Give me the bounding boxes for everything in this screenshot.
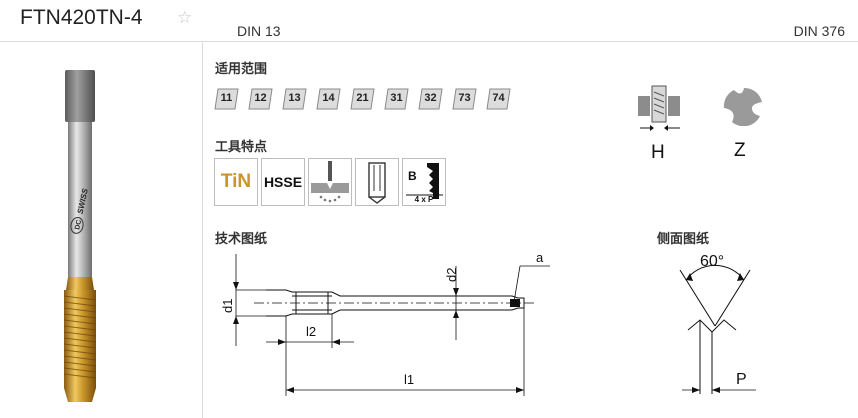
drawing-heading: 技术图纸 <box>215 231 268 246</box>
star-outline-icon[interactable]: ☆ <box>177 8 193 27</box>
coolant-icon <box>308 158 352 206</box>
pitch-label: P <box>736 371 747 388</box>
column-divider <box>202 42 203 418</box>
machining-z-label: Z <box>734 140 746 161</box>
chamfer-label: B <box>408 169 417 183</box>
straight-flute-icon <box>355 158 399 206</box>
application-code-label: 12 <box>254 92 267 104</box>
application-code-label: 21 <box>356 92 369 104</box>
application-code-chip: 21 <box>350 88 375 110</box>
svg-text:DC: DC <box>74 219 83 230</box>
application-heading: 适用范围 <box>215 61 268 76</box>
application-code-chip: 13 <box>282 88 307 110</box>
application-code-label: 31 <box>390 92 403 104</box>
application-code-chip: 32 <box>418 88 443 110</box>
application-code-chip: 73 <box>452 88 477 110</box>
standard-din-376: DIN 376 <box>793 23 845 39</box>
application-code-label: 74 <box>492 92 505 104</box>
standard-din-13: DIN 13 <box>237 23 281 39</box>
flute-profile-icon <box>722 86 766 131</box>
through-hole-icon <box>636 82 684 139</box>
application-code-chip: 74 <box>486 88 511 110</box>
chamfer-sub-label: 4 x P <box>414 195 434 204</box>
technical-drawing: d1 d2 l2 l1 a <box>214 246 564 406</box>
header-divider <box>0 41 858 42</box>
hsse-label: HSSE <box>263 174 303 190</box>
product-image: DC SWISS <box>48 62 118 417</box>
d2-label: d2 <box>444 268 459 282</box>
application-code-label: 11 <box>220 92 233 104</box>
l1-label: l1 <box>404 372 414 387</box>
features-heading: 工具特点 <box>215 139 268 154</box>
application-code-label: 32 <box>424 92 437 104</box>
thread-profile-drawing: 60° P <box>660 246 770 406</box>
d1-label: d1 <box>220 299 235 313</box>
application-code-label: 13 <box>288 92 301 104</box>
application-code-chip: 14 <box>316 88 341 110</box>
product-title: FTN420TN-4 <box>20 6 143 29</box>
application-code-label: 73 <box>458 92 471 104</box>
angle-label: 60° <box>700 253 724 270</box>
tin-coating-badge: TiN <box>214 158 258 206</box>
side-view-heading: 侧面图纸 <box>657 231 710 246</box>
tin-label: TiN <box>220 171 252 192</box>
application-code-chip: 31 <box>384 88 409 110</box>
machining-h-label: H <box>651 142 665 163</box>
a-label: a <box>536 250 544 265</box>
application-code-label: 14 <box>322 92 335 104</box>
application-code-chip: 11 <box>214 88 239 110</box>
application-code-chip: 12 <box>248 88 273 110</box>
hsse-material-badge: HSSE <box>261 158 305 206</box>
chamfer-form-badge: B 4 x P <box>402 158 446 206</box>
l2-label: l2 <box>306 324 316 339</box>
